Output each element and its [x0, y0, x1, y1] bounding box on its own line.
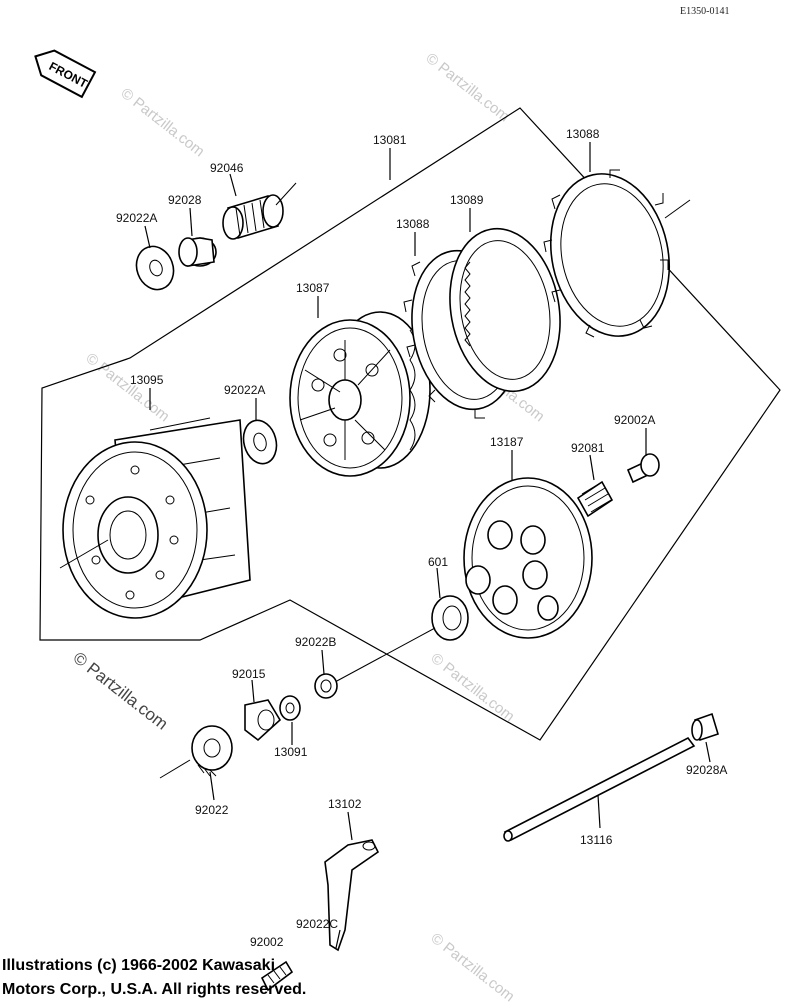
copyright-line-1: Illustrations (c) 1966-2002 Kawasaki [2, 957, 275, 974]
axis-line [334, 627, 436, 683]
push-rod-13116 [503, 736, 696, 842]
watermark-text: © Partzilla.com [118, 85, 208, 161]
label-13081: 13081 [373, 133, 407, 147]
label-92015: 92015 [232, 667, 266, 681]
steel-plate-13089 [449, 227, 561, 393]
label-13088-front: 13088 [396, 217, 430, 231]
collar-13091 [279, 695, 301, 721]
label-92002: 92002 [250, 935, 284, 949]
label-13116: 13116 [580, 833, 613, 847]
sleeve-92028 [178, 237, 217, 267]
axis-arrow [664, 199, 691, 219]
watermark-text: © Partzilla.com [428, 930, 518, 1006]
needle-bearing-92046 [222, 194, 284, 240]
clutch-hub-13087 [289, 311, 431, 477]
label-92081: 92081 [571, 441, 605, 455]
washer-92022A-middle [242, 419, 278, 465]
washer-92022B [314, 673, 338, 699]
pressure-plate-13187 [463, 477, 593, 639]
watermark-text: © Partzilla.com [423, 50, 513, 126]
label-92002A: 92002A [614, 413, 655, 427]
watermark-text: © Partzilla.com [428, 650, 518, 726]
label-92022C: 92022C [296, 917, 338, 931]
bushing-92028A [691, 712, 719, 742]
axis-line [159, 759, 191, 779]
part-labels: 13081 13088 13089 13088 92046 92028 9202… [116, 127, 727, 949]
label-92028: 92028 [168, 193, 202, 207]
label-13091: 13091 [274, 745, 308, 759]
label-13087: 13087 [296, 281, 330, 295]
watermark-text: © Partzilla.com [70, 648, 172, 734]
lock-washer-92022 [191, 725, 233, 777]
label-13095: 13095 [130, 373, 164, 387]
label-92028A: 92028A [686, 763, 727, 777]
bolt-92002A [626, 453, 660, 484]
bearing-601 [431, 595, 469, 641]
washer-92022A-top [135, 245, 175, 291]
label-92022A-middle: 92022A [224, 383, 265, 397]
copyright-line-2: Motors Corp., U.S.A. All rights reserved… [2, 981, 306, 998]
watermark-text: © Partzilla.com [83, 350, 173, 426]
spring-92081 [576, 480, 614, 518]
label-92046: 92046 [210, 161, 244, 175]
axis-line [59, 539, 109, 569]
bolt-92002 [260, 960, 294, 992]
label-13102: 13102 [328, 797, 362, 811]
axis-arrow [275, 182, 297, 206]
label-601: 601 [428, 555, 448, 569]
nut-92015 [244, 699, 282, 742]
diagram-code: E1350-0141 [680, 6, 729, 17]
release-lever-13102 [324, 839, 380, 952]
assembly-outline [39, 107, 781, 741]
label-92022B: 92022B [295, 635, 336, 649]
friction-plate-13088-rear [543, 169, 671, 338]
label-13187: 13187 [490, 435, 524, 449]
clutch-housing-13095 [62, 417, 251, 619]
label-92022: 92022 [195, 803, 229, 817]
leader-lines [144, 142, 711, 949]
label-13088-rear: 13088 [566, 127, 600, 141]
label-92022A-top: 92022A [116, 211, 157, 225]
front-arrow-tag: FRONT [34, 49, 97, 99]
label-13089: 13089 [450, 193, 484, 207]
